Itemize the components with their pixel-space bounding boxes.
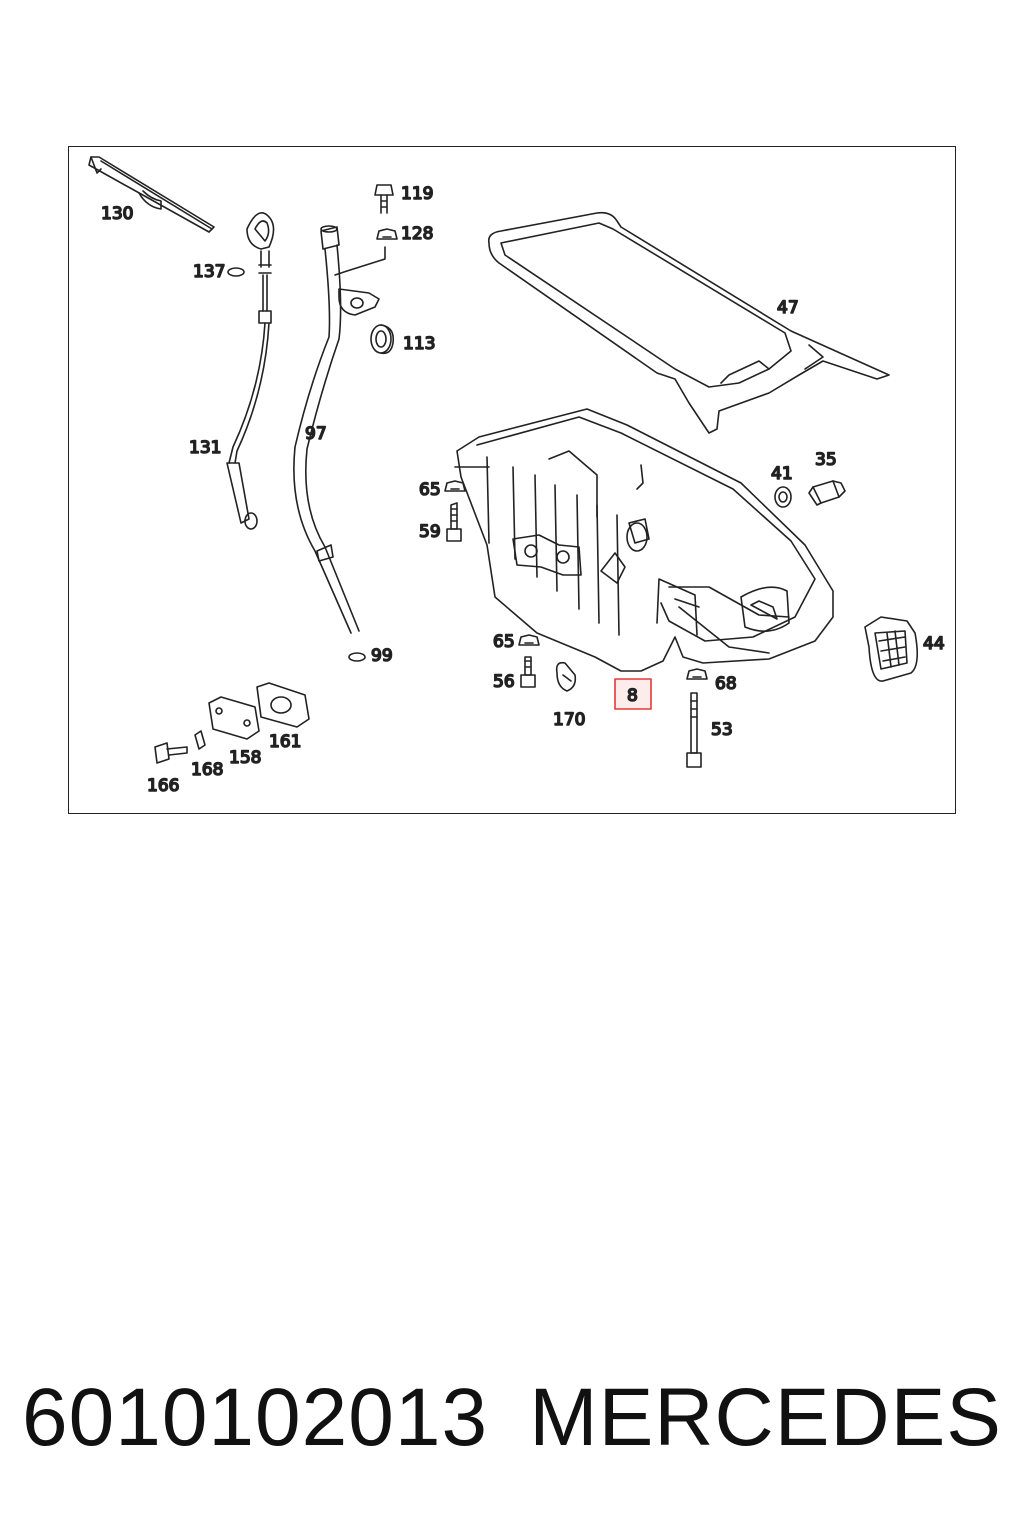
callout-65-top: 65 (419, 480, 441, 500)
callout-158: 158 (229, 748, 261, 768)
part-8-oil-pan (454, 408, 834, 672)
part-59-bolt (446, 502, 462, 542)
part-41-washer (774, 486, 792, 508)
callout-137: 137 (193, 262, 225, 282)
part-97-dipstick-tube (293, 225, 386, 634)
part-161-gasket-plate (256, 682, 310, 728)
part-53-long-bolt (686, 692, 702, 768)
part-130-baffle (88, 156, 215, 233)
callout-131: 131 (189, 438, 221, 458)
callout-35: 35 (815, 450, 837, 470)
callout-128: 128 (401, 224, 433, 244)
callout-47: 47 (777, 298, 799, 318)
callout-170: 170 (553, 710, 585, 730)
callout-168: 168 (191, 760, 223, 780)
part-170-clip (555, 661, 577, 692)
part-131-dipstick (226, 212, 275, 530)
part-113-grommet (370, 324, 395, 355)
part-35-drain-plug (808, 480, 846, 506)
parts-diagram: 130 119 128 137 113 47 131 97 41 35 65 5… (88, 156, 945, 797)
callout-65-bottom: 65 (493, 632, 515, 652)
callout-8-highlighted: 8 (627, 686, 638, 706)
part-44-cover (864, 616, 919, 682)
callout-130: 130 (101, 204, 133, 224)
callout-41: 41 (771, 464, 793, 484)
part-168-washer (194, 730, 206, 750)
part-137-oring (227, 267, 245, 277)
callout-113: 113 (403, 334, 435, 354)
callout-59: 59 (419, 522, 441, 542)
callout-166: 166 (147, 776, 179, 796)
part-128-washer (376, 228, 398, 240)
callout-68: 68 (715, 674, 737, 694)
callout-44: 44 (923, 634, 945, 654)
callout-56: 56 (493, 672, 515, 692)
callout-119: 119 (401, 184, 433, 204)
footer: 6010102013 MERCEDES (0, 1368, 1024, 1468)
highlight-box-part-8 (614, 678, 652, 710)
part-158-cover-plate (208, 696, 260, 740)
part-56-bolt (520, 656, 536, 688)
part-47-gasket (487, 211, 890, 434)
part-68-washer (686, 668, 708, 680)
brand-name: MERCEDES (529, 1372, 1002, 1463)
part-number: 6010102013 (22, 1372, 489, 1463)
callout-99: 99 (371, 646, 393, 666)
callout-97: 97 (305, 424, 327, 444)
part-65-washer-top (444, 480, 466, 492)
part-65-washer-bottom (518, 634, 540, 646)
part-119-bolt (374, 184, 394, 214)
callout-53: 53 (711, 720, 733, 740)
part-166-bolt (154, 742, 188, 764)
callout-161: 161 (269, 732, 301, 752)
part-99-oring (348, 652, 366, 662)
parts-diagram-frame: 130 119 128 137 113 47 131 97 41 35 65 5… (68, 146, 956, 814)
